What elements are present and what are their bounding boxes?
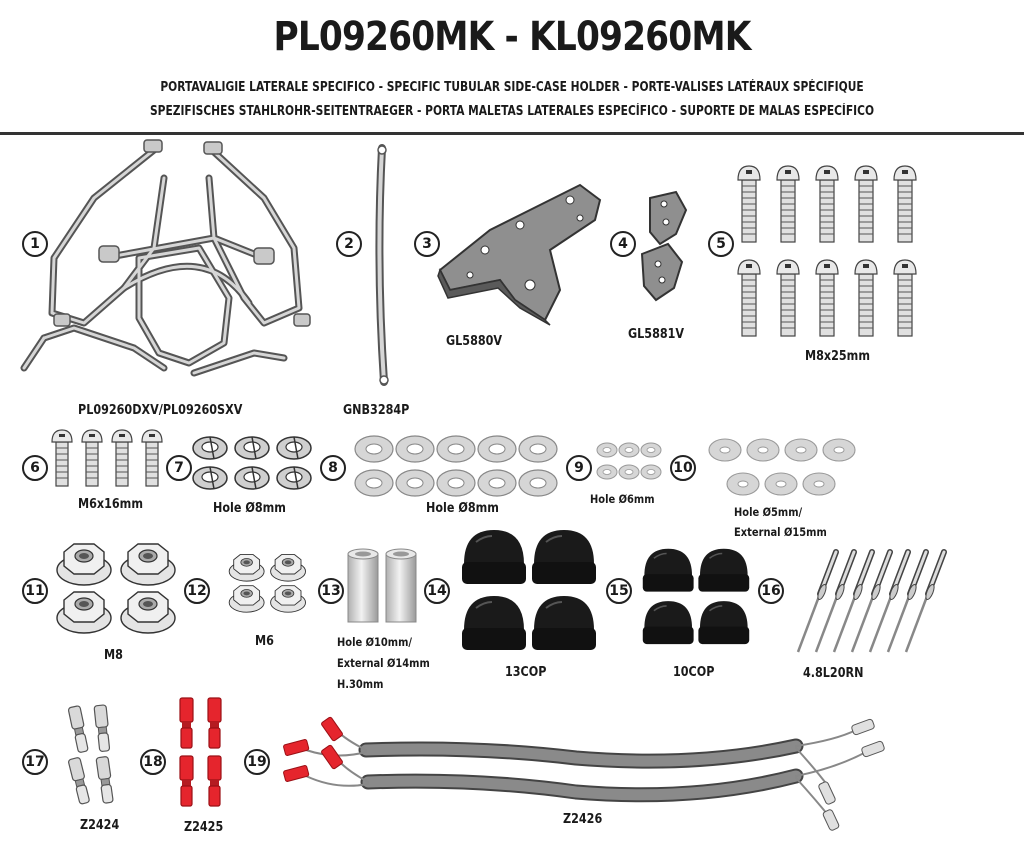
caps-10-drawing bbox=[641, 547, 751, 645]
item-4-code: GL5881V bbox=[628, 327, 685, 342]
item-number-5: 5 bbox=[708, 231, 734, 257]
item-12-code: M6 bbox=[255, 634, 274, 649]
side-frame-drawing bbox=[20, 139, 311, 377]
item-number-19: 19 bbox=[244, 749, 270, 775]
nuts-m6-drawing bbox=[228, 554, 306, 613]
item-3-code: GL5880V bbox=[446, 334, 503, 349]
item-number-7: 7 bbox=[166, 455, 192, 481]
item-13-code-line-3: H.30mm bbox=[337, 677, 384, 691]
item-number-14: 14 bbox=[424, 578, 450, 604]
header-divider bbox=[0, 132, 1024, 135]
connectors-clear-drawing bbox=[67, 704, 115, 806]
item-9-code: Hole Ø6mm bbox=[590, 492, 655, 506]
bolts-m8x25-drawing bbox=[737, 165, 917, 337]
bolts-m6x16-drawing bbox=[51, 429, 163, 487]
item-number-13: 13 bbox=[318, 578, 344, 604]
item-number-18: 18 bbox=[140, 749, 166, 775]
flat-washers-6mm-drawing bbox=[596, 442, 662, 480]
small-brackets-drawing bbox=[640, 190, 688, 302]
item-1-code: PL09260DXV/PL09260SXV bbox=[78, 403, 243, 418]
item-2-code: GNB3284P bbox=[343, 403, 410, 418]
item-number-11: 11 bbox=[22, 578, 48, 604]
item-13-code-line-1: Hole Ø10mm/ bbox=[337, 635, 413, 649]
item-number-4: 4 bbox=[610, 231, 636, 257]
item-6-code: M6x16mm bbox=[78, 497, 143, 512]
wiring-harness-drawing bbox=[283, 716, 885, 831]
flat-washers-5mm-drawing bbox=[708, 438, 856, 496]
item-10-code-line-1: Hole Ø5mm/ bbox=[734, 505, 803, 519]
nuts-m8-drawing bbox=[56, 543, 176, 634]
item-5-code: M8x25mm bbox=[805, 349, 870, 364]
item-number-15: 15 bbox=[606, 578, 632, 604]
item-17-code: Z2424 bbox=[80, 818, 120, 833]
item-7-code: Hole Ø8mm bbox=[213, 501, 286, 516]
item-number-17: 17 bbox=[22, 749, 48, 775]
item-number-16: 16 bbox=[758, 578, 784, 604]
item-14-code: 13COP bbox=[505, 665, 547, 680]
connectors-red-drawing bbox=[179, 697, 222, 807]
rivets-drawing bbox=[790, 544, 950, 656]
item-18-code: Z2425 bbox=[184, 820, 224, 835]
item-11-code: M8 bbox=[104, 648, 123, 663]
item-number-10: 10 bbox=[670, 455, 696, 481]
item-15-code: 10COP bbox=[673, 665, 715, 680]
item-number-6: 6 bbox=[22, 455, 48, 481]
subtitle-line-2: SPEZIFISCHES STAHLROHR-SEITENTRAEGER - P… bbox=[149, 104, 875, 119]
split-washers-drawing bbox=[192, 436, 312, 490]
item-16-code: 4.8L20RN bbox=[803, 666, 864, 681]
mounting-plate-drawing bbox=[437, 183, 602, 326]
item-10-code-line-2: External Ø15mm bbox=[734, 525, 827, 539]
subtitle-line-1: PORTAVALIGIE LATERALE SPECIFICO - SPECIF… bbox=[160, 80, 864, 95]
item-number-2: 2 bbox=[336, 231, 362, 257]
page-title: PL09260MK - KL09260MK bbox=[273, 14, 751, 60]
item-13-code-line-2: External Ø14mm bbox=[337, 656, 430, 670]
strut-drawing bbox=[375, 144, 389, 386]
item-19-code: Z2426 bbox=[563, 812, 603, 827]
flat-washers-8mm-drawing bbox=[354, 435, 558, 497]
item-8-code: Hole Ø8mm bbox=[426, 501, 499, 516]
item-number-9: 9 bbox=[566, 455, 592, 481]
caps-13-drawing bbox=[461, 529, 597, 651]
item-number-1: 1 bbox=[22, 231, 48, 257]
item-number-8: 8 bbox=[320, 455, 346, 481]
spacers-drawing bbox=[347, 548, 417, 623]
item-number-12: 12 bbox=[184, 578, 210, 604]
item-number-3: 3 bbox=[414, 231, 440, 257]
